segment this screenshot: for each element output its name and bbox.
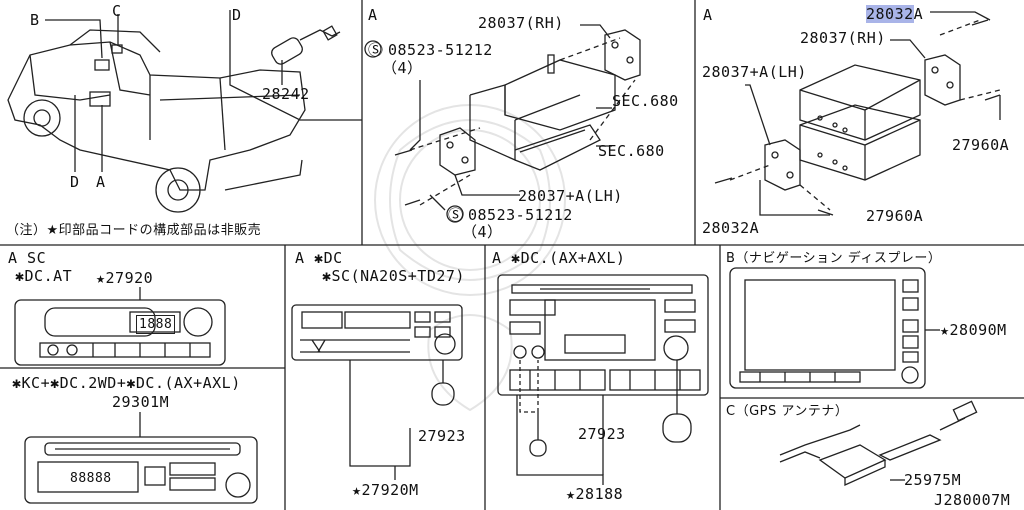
screw-bottom-part[interactable]: 08523-51212 <box>468 206 573 224</box>
callout-c[interactable]: C <box>112 2 122 20</box>
screw-symbol-top: Ⓢ <box>368 41 384 59</box>
nav-display-drawing <box>729 267 940 389</box>
knob-27923-dcax-label[interactable]: 27923 <box>578 425 626 443</box>
screw-top-qty: （4） <box>382 59 423 77</box>
bracket-lh-mid <box>439 127 476 176</box>
sec-680-bottom[interactable]: SEC.680 <box>598 142 665 160</box>
part-28242-drawing <box>271 25 341 85</box>
bracket-lh-right-label[interactable]: 28037+A(LH) <box>702 63 807 81</box>
dc-line2: ✱SC(NA20S+TD27) <box>322 267 465 285</box>
part-29301m-label[interactable]: 29301M <box>112 393 170 411</box>
part-28090m-label[interactable]: ★28090M <box>940 321 1007 339</box>
kc-line1: ✱KC+✱DC.2WD+✱DC.(AX+AXL) <box>12 374 241 392</box>
radio-dcax-drawing <box>497 274 709 485</box>
bracket-lh-mid-label[interactable]: 28037+A(LH) <box>518 187 623 205</box>
callout-a-bottom[interactable]: A <box>96 173 106 191</box>
note-text: （注）★印部品コードの構成部品は非販売 <box>6 223 262 238</box>
bracket-rh-mid <box>604 29 641 81</box>
bracket-rh-right <box>924 54 961 106</box>
nav-title: B（ナビゲーション ディスプレー） <box>726 251 942 266</box>
part-28032a-highlight[interactable]: 28032A <box>866 5 924 23</box>
dcax-line1: A ✱DC.(AX+AXL) <box>492 249 626 267</box>
part-27920m-label[interactable]: ★27920M <box>352 481 419 499</box>
screw-top-part[interactable]: 08523-51212 <box>388 41 493 59</box>
radio-sc-drawing <box>14 287 226 366</box>
gps-title: C（GPS アンテナ） <box>726 404 849 419</box>
radio-housing-right <box>799 64 921 181</box>
diagram-code: J280007M <box>934 491 1011 509</box>
bracket-rh-right-label[interactable]: 28037(RH) <box>800 29 886 47</box>
callout-b[interactable]: B <box>30 11 40 29</box>
sc-line2: ✱DC.AT <box>15 267 73 285</box>
screw-27960a-right[interactable]: 27960A <box>952 136 1010 154</box>
bracket-lh-right <box>764 139 801 191</box>
highlight-part-suffix: A <box>913 5 924 23</box>
knob-27923-dc-label[interactable]: 27923 <box>418 427 466 445</box>
gps-antenna-drawing <box>779 400 978 487</box>
panel-a-right-letter: A <box>703 6 713 24</box>
radio-housing-mid <box>469 54 616 171</box>
part-28242-label[interactable]: 28242 <box>262 85 310 103</box>
kc-display-readout: 88888 <box>70 471 112 486</box>
sec-680-top[interactable]: SEC.680 <box>612 92 679 110</box>
highlight-part-number[interactable]: 28032 <box>866 5 914 23</box>
panel-a-mid-letter: A <box>368 6 378 24</box>
radio-dc-drawing <box>291 304 463 480</box>
screw-bottom-qty: （4） <box>462 223 503 241</box>
screw-28032a-left[interactable]: 28032A <box>702 219 760 237</box>
bracket-rh-mid-label[interactable]: 28037(RH) <box>478 14 564 32</box>
dc-line1: A ✱DC <box>295 249 343 267</box>
radio-kc-drawing <box>24 412 258 504</box>
screw-symbol-bottom: Ⓢ <box>448 206 464 224</box>
part-28188-label[interactable]: ★28188 <box>566 485 624 503</box>
callout-d-top[interactable]: D <box>232 6 242 24</box>
sc-line1: A SC <box>8 249 47 267</box>
screw-27960a-bottom[interactable]: 27960A <box>866 207 924 225</box>
part-25975m-label[interactable]: 25975M <box>904 471 962 489</box>
part-27920-label[interactable]: ★27920 <box>96 269 154 287</box>
sc-display-readout: 1888 <box>136 315 176 334</box>
pickup-truck-illustration <box>7 29 306 213</box>
callout-d-bottom[interactable]: D <box>70 173 80 191</box>
